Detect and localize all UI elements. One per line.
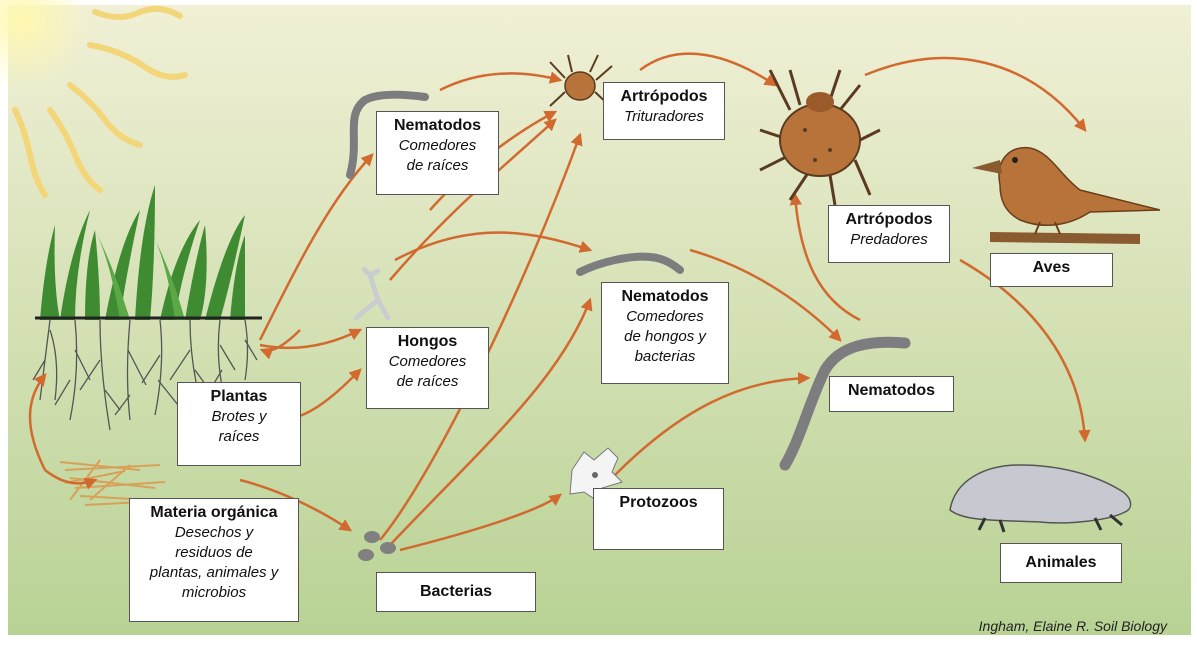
- node-subtitle: Comedores: [608, 307, 722, 327]
- node-subtitle: bacterias: [608, 347, 722, 367]
- node-title: Animales: [1007, 553, 1115, 573]
- node-aves: Aves: [990, 253, 1113, 287]
- node-title: Nematodos: [383, 116, 492, 136]
- node-subtitle: de raíces: [383, 156, 492, 176]
- node-subtitle: Desechos y: [136, 523, 292, 543]
- node-nematodos-hongos-bacterias: Nematodos Comedores de hongos y bacteria…: [601, 282, 729, 384]
- node-artropodos-trituradores: Artrópodos Trituradores: [603, 82, 725, 140]
- node-title: Materia orgánica: [136, 503, 292, 523]
- node-subtitle: de hongos y: [608, 327, 722, 347]
- node-title: Artrópodos: [835, 210, 943, 230]
- node-subtitle: Brotes y: [184, 407, 294, 427]
- node-subtitle: residuos de: [136, 543, 292, 563]
- node-artropodos-predadores: Artrópodos Predadores: [828, 205, 950, 263]
- node-subtitle: raíces: [184, 427, 294, 447]
- node-subtitle: Comedores: [383, 136, 492, 156]
- node-hongos: Hongos Comedores de raíces: [366, 327, 489, 409]
- node-title: Plantas: [184, 387, 294, 407]
- node-nematodos: Nematodos: [829, 376, 954, 412]
- node-title: Protozoos: [600, 493, 717, 513]
- node-plantas: Plantas Brotes y raíces: [177, 382, 301, 466]
- node-subtitle: microbios: [136, 583, 292, 603]
- node-protozoos: Protozoos: [593, 488, 724, 550]
- node-title: Aves: [997, 258, 1106, 278]
- node-subtitle: plantas, animales y: [136, 563, 292, 583]
- node-title: Hongos: [373, 332, 482, 352]
- node-subtitle: Comedores: [373, 352, 482, 372]
- source-credit: Ingham, Elaine R. Soil Biology: [979, 618, 1167, 634]
- node-subtitle: de raíces: [373, 372, 482, 392]
- node-nematodos-raices: Nematodos Comedores de raíces: [376, 111, 499, 195]
- node-title: Nematodos: [608, 287, 722, 307]
- node-title: Bacterias: [383, 582, 529, 602]
- node-materia-organica: Materia orgánica Desechos y residuos de …: [129, 498, 299, 622]
- node-animales: Animales: [1000, 543, 1122, 583]
- node-subtitle: Predadores: [835, 230, 943, 250]
- node-bacterias: Bacterias: [376, 572, 536, 612]
- node-title: Artrópodos: [610, 87, 718, 107]
- node-title: Nematodos: [836, 381, 947, 401]
- node-subtitle: Trituradores: [610, 107, 718, 127]
